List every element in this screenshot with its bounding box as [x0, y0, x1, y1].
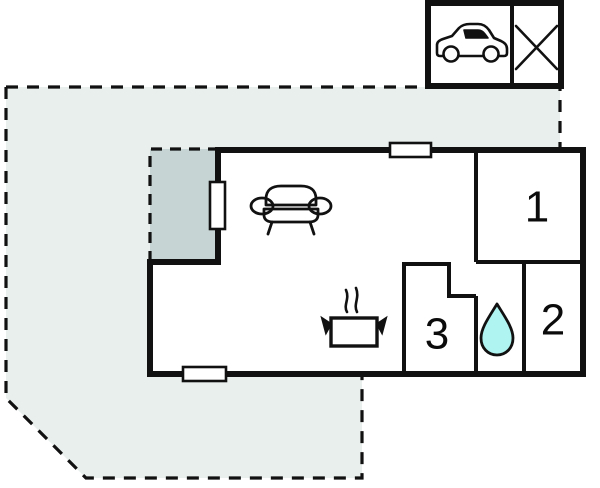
pot-handle-left: [320, 315, 333, 336]
sofa-icon: [249, 184, 333, 236]
window-bottom: [181, 365, 228, 383]
terrace-dashed-edge: [148, 147, 218, 262]
terrace: [148, 147, 218, 262]
cooking-pot-icon: [320, 286, 388, 348]
car-icon: [435, 22, 509, 63]
door-terrace: [208, 180, 227, 231]
house-exterior-walls: [147, 147, 586, 377]
room-label-2: 2: [541, 296, 565, 345]
wall-room3-l-shape: [402, 262, 476, 372]
pot-body: [329, 316, 379, 348]
interior-walls: [402, 152, 581, 372]
house-outline: [147, 147, 586, 377]
garage: [425, 0, 564, 89]
terrace-fill: [150, 149, 218, 262]
plot-outline-dashed-left: [4, 87, 364, 480]
window-top: [388, 141, 433, 159]
pot-handle-right: [375, 315, 388, 336]
room-label-1: 1: [525, 183, 549, 232]
room-label-3: 3: [425, 310, 449, 359]
cross-icon: [514, 24, 559, 71]
openings: [181, 141, 433, 383]
water-drop-icon: [479, 302, 515, 357]
